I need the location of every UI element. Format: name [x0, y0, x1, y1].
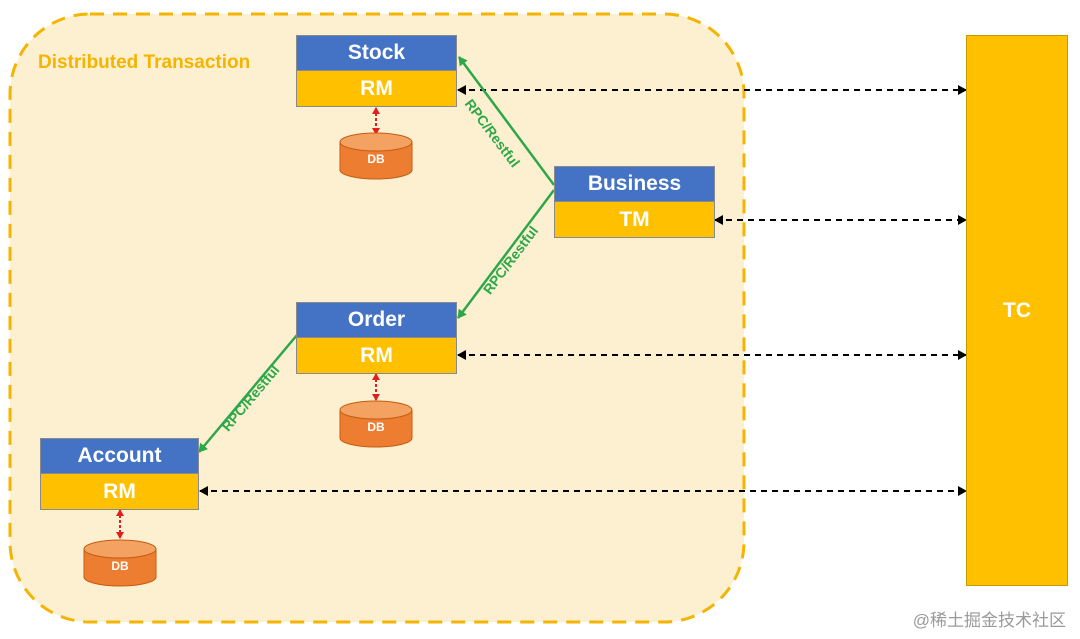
region-title: Distributed Transaction [38, 52, 251, 73]
account-service-role: RM [41, 474, 198, 509]
order-db-icon [339, 400, 413, 448]
stock-service: Stock RM [296, 35, 457, 107]
transaction-coordinator: TC [966, 35, 1068, 586]
stock-db-label: DB [367, 152, 385, 166]
business-order-rpc-arrow [457, 189, 555, 319]
account-db-label: DB [111, 559, 129, 573]
business-service-name: Business [555, 167, 714, 202]
business-service-role: TM [555, 202, 714, 237]
business-service: Business TM [554, 166, 715, 238]
stock-service-role: RM [297, 71, 456, 106]
order-db-label: DB [367, 420, 385, 434]
order-service-role: RM [297, 338, 456, 373]
stock-db-icon [339, 132, 413, 180]
watermark: @稀土掘金技术社区 [912, 611, 1066, 630]
stock-service-name: Stock [297, 36, 456, 71]
account-service: Account RM [40, 438, 199, 510]
order-service: Order RM [296, 302, 457, 374]
order-account-rpc-arrow [198, 334, 298, 453]
business-stock-rpc-arrow [457, 56, 556, 186]
account-service-name: Account [41, 439, 198, 474]
account-db-icon [83, 539, 157, 587]
order-service-name: Order [297, 303, 456, 338]
